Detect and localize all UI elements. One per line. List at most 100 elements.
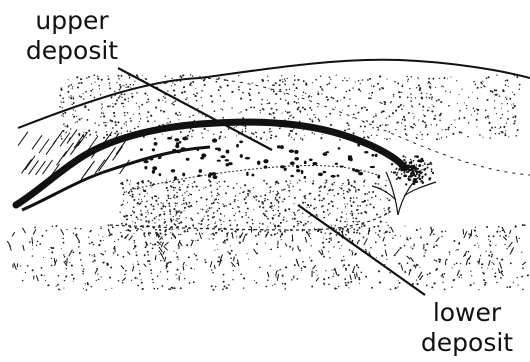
stipple-dot xyxy=(221,224,222,225)
stipple-dot xyxy=(98,234,99,235)
stipple-dot xyxy=(118,97,120,99)
stipple-dot xyxy=(376,135,377,136)
stipple-dot xyxy=(224,79,226,81)
stipple-dot xyxy=(196,201,198,203)
stipple-dot xyxy=(434,282,436,284)
stipple-dot xyxy=(349,78,350,79)
hatch-stroke xyxy=(57,151,67,165)
stipple-dot xyxy=(137,263,139,265)
stipple-dot xyxy=(484,86,486,88)
stipple-dot xyxy=(136,183,137,184)
stipple-dot xyxy=(284,94,285,95)
leaf-dot xyxy=(405,183,407,185)
stipple-dot xyxy=(65,132,67,134)
stipple-dot xyxy=(116,99,118,101)
stipple-dot xyxy=(353,132,355,134)
grass-stroke xyxy=(350,275,351,280)
stipple-dot xyxy=(519,84,521,86)
stipple-dot xyxy=(103,115,105,117)
stipple-dot xyxy=(306,207,307,208)
stipple-dot xyxy=(147,95,148,96)
stipple-dot xyxy=(277,246,279,248)
stipple-dot xyxy=(477,236,478,237)
pebble xyxy=(284,167,287,170)
stipple-dot xyxy=(384,210,385,211)
stipple-dot xyxy=(187,186,189,188)
stipple-dot xyxy=(267,218,269,220)
stipple-dot xyxy=(166,200,168,202)
stipple-dot xyxy=(144,236,146,238)
leaf-dot xyxy=(396,174,398,176)
stipple-dot xyxy=(351,213,353,215)
stipple-dot xyxy=(413,123,415,125)
stipple-dot xyxy=(367,200,368,201)
leaf-dot xyxy=(411,172,413,174)
stipple-dot xyxy=(494,126,496,128)
stipple-dot xyxy=(134,233,135,234)
stipple-dot xyxy=(45,280,46,281)
stipple-dot xyxy=(407,81,408,82)
stipple-dot xyxy=(167,187,168,188)
stipple-dot xyxy=(107,265,108,266)
stipple-dot xyxy=(116,130,118,132)
stipple-dot xyxy=(224,215,225,216)
stipple-dot xyxy=(144,93,146,95)
stipple-dot xyxy=(143,190,145,192)
leaf-dot xyxy=(427,167,429,169)
stipple-dot xyxy=(513,103,514,104)
stipple-dot xyxy=(51,258,52,259)
stipple-dot xyxy=(448,105,450,107)
stipple-dot xyxy=(407,97,409,99)
stipple-dot xyxy=(514,94,516,96)
stipple-dot xyxy=(293,212,295,214)
stipple-dot xyxy=(106,122,107,123)
stipple-dot xyxy=(167,279,168,280)
stipple-dot xyxy=(490,90,492,92)
stipple-dot xyxy=(119,89,121,91)
stipple-dot xyxy=(211,269,213,271)
stipple-dot xyxy=(304,266,306,268)
stipple-dot xyxy=(327,193,328,194)
stipple-dot xyxy=(192,186,194,188)
stipple-dot xyxy=(213,202,215,204)
stipple-dot xyxy=(178,181,180,183)
stipple-dot xyxy=(99,98,101,100)
stipple-dot xyxy=(313,207,315,209)
stipple-dot xyxy=(152,279,154,281)
stipple-dot xyxy=(236,225,238,227)
stipple-dot xyxy=(380,102,381,103)
stipple-dot xyxy=(204,128,206,130)
stipple-dot xyxy=(252,229,254,231)
stipple-dot xyxy=(79,118,81,120)
stipple-dot xyxy=(456,262,458,264)
stipple-dot xyxy=(289,246,291,248)
stipple-dot xyxy=(316,270,317,271)
stipple-dot xyxy=(288,190,290,192)
stipple-dot xyxy=(441,231,443,233)
stipple-dot xyxy=(506,286,508,288)
stipple-dot xyxy=(275,103,276,104)
stipple-dot xyxy=(299,250,301,252)
stipple-dot xyxy=(328,283,330,285)
stipple-dot xyxy=(217,210,219,212)
stipple-dot xyxy=(218,208,220,210)
stipple-dot xyxy=(271,108,273,110)
stipple-dot xyxy=(65,275,67,277)
stipple-dot xyxy=(259,223,260,224)
stipple-dot xyxy=(132,211,133,212)
stipple-dot xyxy=(424,122,426,124)
stipple-dot xyxy=(303,80,305,82)
stipple-dot xyxy=(277,191,278,192)
stipple-dot xyxy=(303,224,305,226)
stipple-dot xyxy=(112,127,114,129)
stipple-dot xyxy=(486,251,487,252)
stipple-dot xyxy=(76,76,78,78)
grass-stroke xyxy=(178,240,180,246)
stipple-dot xyxy=(275,182,277,184)
stipple-dot xyxy=(134,128,136,130)
stipple-dot xyxy=(201,220,203,222)
stipple-dot xyxy=(516,76,518,78)
pebble xyxy=(337,175,340,177)
pebble xyxy=(312,162,317,166)
stipple-dot xyxy=(501,108,502,109)
